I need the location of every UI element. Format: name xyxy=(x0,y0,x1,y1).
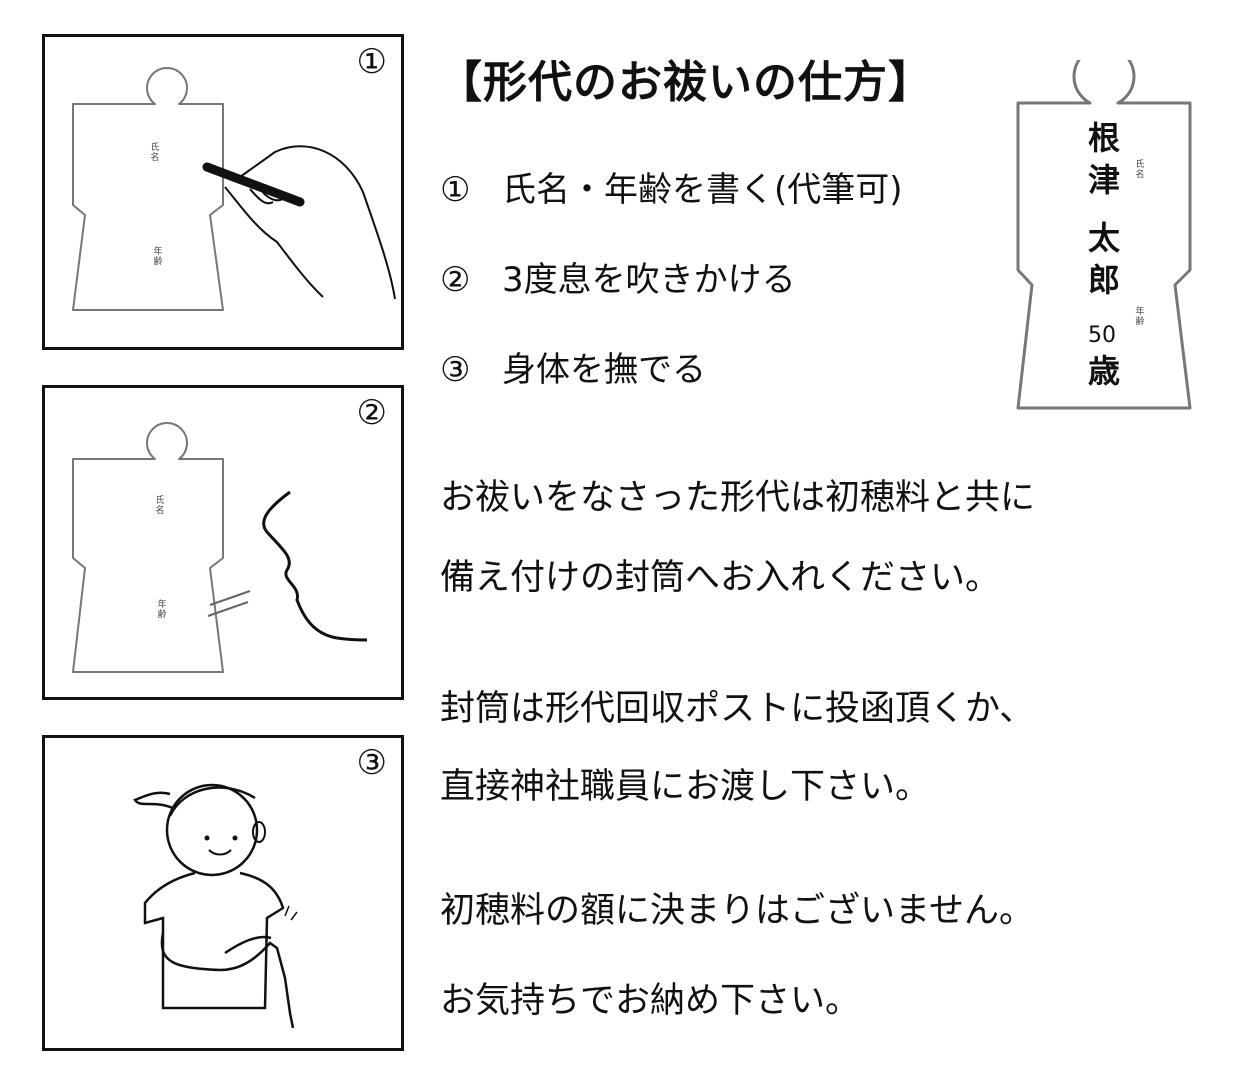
step-number: ① xyxy=(440,170,471,210)
sample-name-char: 太 xyxy=(1088,219,1121,257)
panel-write: ① 氏名 年齢 xyxy=(42,34,404,350)
sample-katashiro: 根 津 太 郎 50 歳 氏名 年齢 xyxy=(1010,60,1200,415)
katashiro-breath-illustration xyxy=(72,422,368,673)
step-text: 身体を撫でる xyxy=(502,350,706,390)
katashiro-writing-illustration xyxy=(72,67,396,311)
step-3: ③ 身体を撫でる xyxy=(440,350,706,391)
person-stroking-arm-illustration xyxy=(133,783,298,1029)
form-label-age: 年齢 xyxy=(157,600,167,621)
katashiro-outline xyxy=(1016,60,1192,410)
step-2: ② 3度息を吹きかける xyxy=(440,260,796,301)
step-number: ② xyxy=(440,260,471,300)
panel-breathe: ② 氏名 年齢 xyxy=(42,385,404,700)
panel-stroke: ③ xyxy=(42,735,404,1051)
sample-label-name: 氏名 xyxy=(1135,160,1145,181)
panel-number: ③ xyxy=(356,743,387,783)
paragraph-line: 備え付けの封筒へお入れください。 xyxy=(440,558,1001,598)
sample-name-char: 根 xyxy=(1088,119,1121,157)
panel-number: ① xyxy=(356,42,387,82)
sample-name-char: 津 xyxy=(1088,161,1121,199)
paragraph-line: 封筒は形代回収ポストに投函頂くか、 xyxy=(440,689,1035,729)
step-1: ① 氏名・年齢を書く(代筆可) xyxy=(440,170,903,211)
sample-label-age: 年齢 xyxy=(1135,307,1145,328)
form-label-name: 氏名 xyxy=(150,143,160,164)
form-label-age: 年齢 xyxy=(153,247,163,268)
page-title: 【形代のお祓いの仕方】 xyxy=(438,57,933,108)
step-text: 氏名・年齢を書く(代筆可) xyxy=(502,170,903,210)
paragraph-line: 初穂料の額に決まりはございません。 xyxy=(440,891,1034,931)
sample-age-number: 50 xyxy=(1088,323,1116,348)
sample-name-char: 郎 xyxy=(1088,261,1121,299)
step-text: 3度息を吹きかける xyxy=(502,260,796,300)
paragraph-line: 直接神社職員にお渡し下さい。 xyxy=(440,767,931,807)
form-label-name: 氏名 xyxy=(155,496,165,517)
sample-age-unit: 歳 xyxy=(1088,352,1121,390)
panel-number: ② xyxy=(356,393,387,433)
paragraph-line: お祓いをなさった形代は初穂料と共に xyxy=(440,478,1036,518)
paragraph-line: お気持ちでお納め下さい。 xyxy=(440,981,861,1021)
step-number: ③ xyxy=(440,350,471,390)
